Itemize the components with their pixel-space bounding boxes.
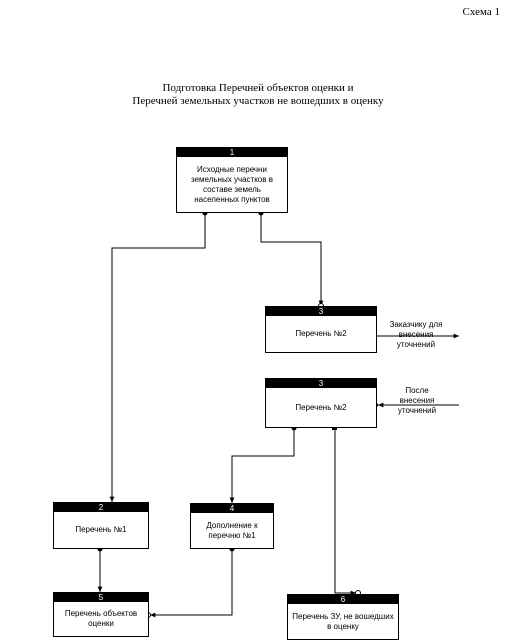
box-4-supplement-list-1: 4 Дополнение к перечню №1 bbox=[190, 503, 274, 549]
title-line-2: Перечней земельных участков не вошедших … bbox=[132, 95, 384, 107]
box-number: 6 bbox=[288, 595, 398, 604]
connector-b3-to-b6 bbox=[334, 428, 356, 596]
connector-b1-to-b2 bbox=[109, 213, 206, 502]
box-5-valuation-objects-list: 5 Перечень объектов оценки bbox=[53, 592, 149, 637]
schema-label: Схема 1 bbox=[462, 6, 500, 18]
box-number: 2 bbox=[54, 503, 148, 512]
box-text: Перечень №2 bbox=[295, 402, 347, 412]
box-1-source-lists: 1 Исходные перечни земельных участков в … bbox=[176, 147, 288, 213]
box-text: Дополнение к перечню №1 bbox=[206, 520, 258, 540]
title-line-1: Подготовка Перечней объектов оценки и bbox=[162, 82, 354, 94]
box-text: Перечень объектов оценки bbox=[64, 609, 138, 628]
label-to-client: Заказчику для внесения уточнений bbox=[389, 320, 443, 349]
connector-b4-to-b5 bbox=[150, 549, 233, 618]
box-number: 1 bbox=[177, 148, 287, 157]
box-number: 5 bbox=[54, 593, 148, 602]
box-text: Перечень №1 bbox=[75, 525, 127, 534]
box-text: Исходные перечни земельных участков в со… bbox=[191, 164, 273, 204]
box-text: Перечень ЗУ, не вошедших в оценку bbox=[292, 611, 394, 631]
box-number: 4 bbox=[191, 504, 273, 513]
box-number: 3 bbox=[266, 307, 376, 316]
connector-b1-to-b3top bbox=[260, 213, 324, 306]
box-6-excluded-plots-list: 6 Перечень ЗУ, не вошедших в оценку bbox=[287, 594, 399, 640]
connector-b3-to-b4 bbox=[229, 428, 295, 503]
box-3-list-2: 3 Перечень №2 bbox=[265, 378, 377, 428]
box-text: Перечень №2 bbox=[295, 329, 347, 338]
box-3-list-2-top: 3 Перечень №2 bbox=[265, 306, 377, 353]
diagram-title: Подготовка Перечней объектов оценки и Пе… bbox=[0, 82, 516, 108]
label-after-corrections: После внесения уточнений bbox=[397, 386, 437, 415]
box-number: 3 bbox=[266, 379, 376, 388]
box-2-list-1: 2 Перечень №1 bbox=[53, 502, 149, 549]
